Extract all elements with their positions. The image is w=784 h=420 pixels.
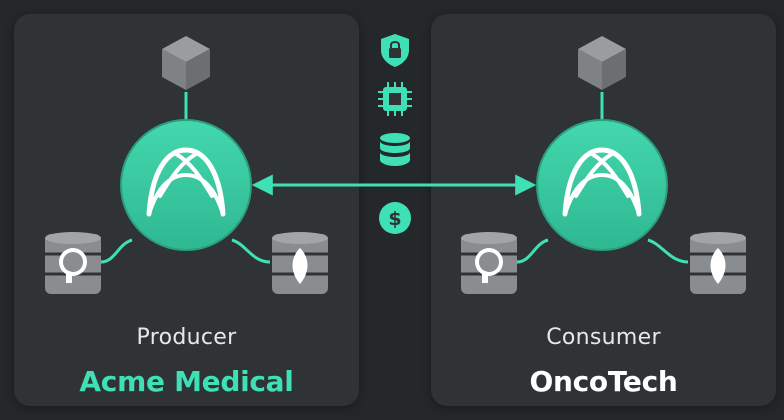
chip-icon [378, 82, 412, 116]
mongo-leaf-icon [292, 248, 308, 284]
mongo-leaf-icon [710, 248, 726, 284]
consumer-mongo-db-icon [690, 232, 746, 294]
consumer-graph [461, 36, 746, 294]
producer-mongo-link [231, 238, 271, 264]
producer-cube-icon [162, 36, 210, 90]
producer-mongo-db-icon [272, 232, 328, 294]
producer-role-label: Producer [136, 325, 237, 350]
producer-postgres-link [100, 238, 133, 264]
consumer-cube-icon [578, 36, 626, 90]
dollar-icon: $ [379, 202, 411, 234]
postgres-elephant-icon [59, 248, 87, 283]
producer-name: Acme Medical [79, 365, 294, 398]
consumer-mongo-link [647, 238, 689, 264]
svg-text:$: $ [388, 208, 401, 230]
consumer-postgres-link [516, 238, 549, 264]
producer-hub-icon [120, 119, 252, 251]
producer-graph [45, 36, 328, 294]
lock-shield-icon [381, 34, 409, 67]
consumer-hub-icon [536, 119, 668, 251]
database-icon [380, 133, 410, 166]
consumer-name: OncoTech [529, 365, 678, 398]
producer-postgres-db-icon [45, 232, 101, 294]
consumer-postgres-db-icon [461, 232, 517, 294]
postgres-elephant-icon [475, 248, 503, 283]
consumer-role-label: Consumer [546, 325, 661, 350]
